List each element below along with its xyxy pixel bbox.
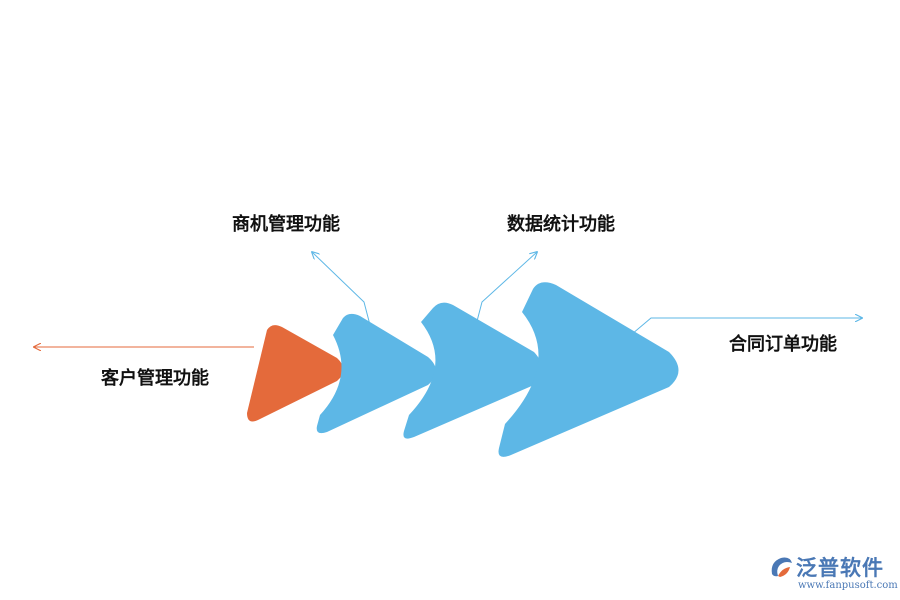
opportunity-management-label: 商机管理功能: [232, 214, 340, 234]
customer-management-label: 客户管理功能: [101, 368, 209, 388]
brand-name: 泛普软件: [796, 556, 884, 580]
stage-statistics-shape: [403, 302, 542, 439]
stage-contract-shape: [498, 282, 679, 457]
brand-watermark: 泛普软件 www.fanpusoft.com: [768, 552, 898, 596]
brand-logo-icon: [771, 557, 792, 577]
connector-opportunity: [312, 252, 371, 326]
contract-order-label: 合同订单功能: [729, 334, 837, 354]
connector-statistics: [475, 252, 537, 326]
stage-opportunity-shape: [316, 313, 436, 434]
brand-url: www.fanpusoft.com: [798, 580, 898, 591]
connector-contract: [631, 318, 862, 335]
data-statistics-label: 数据统计功能: [507, 214, 615, 234]
stage-customer-shape: [247, 325, 344, 422]
